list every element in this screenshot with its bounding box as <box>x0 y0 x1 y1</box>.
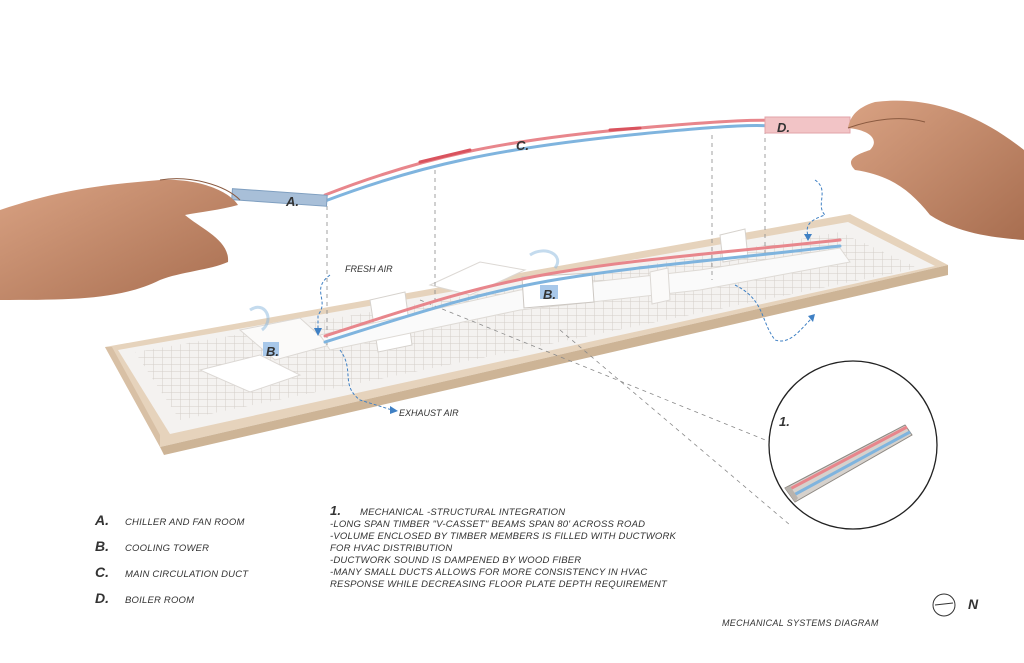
marker-b2: B. <box>543 287 556 302</box>
note-line: -LONG SPAN TIMBER "V-CASSET" BEAMS SPAN … <box>330 519 646 530</box>
projection-lines <box>326 130 791 526</box>
marker-b1: B. <box>266 344 279 359</box>
model-buildings <box>198 228 851 393</box>
cooling-vapor-1 <box>249 306 270 332</box>
north-arrow: N <box>930 592 990 618</box>
legend-text: BOILER ROOM <box>125 595 195 606</box>
exhaust-air-arrow-head <box>390 406 398 414</box>
marker-a: A. <box>285 194 299 209</box>
left-hand <box>0 178 241 300</box>
legend-letter: D. <box>95 590 109 606</box>
air-flow-arrows <box>249 179 826 414</box>
fresh-air-arrow-right-head <box>804 234 812 241</box>
legend-item-d: D. BOILER ROOM <box>95 590 194 608</box>
legend-item-a: A. CHILLER AND FAN ROOM <box>95 512 245 530</box>
detail-callout <box>768 360 938 530</box>
cooling-vapor-2 <box>529 249 559 269</box>
legend-letter: B. <box>95 538 109 554</box>
fresh-air-arrow-head <box>314 328 322 336</box>
note-line: RESPONSE WHILE DECREASING FLOOR PLATE DE… <box>330 579 668 590</box>
exhaust-air-arrow-right-head <box>808 314 815 322</box>
mechanical-rooms <box>231 116 851 356</box>
callout-labels: A. C. D. B. B. FRESH AIR EXHAUST AIR 1. <box>266 120 790 429</box>
north-arrow-icon <box>932 593 956 617</box>
fresh-air-arrow-right <box>806 179 826 237</box>
legend-text: MAIN CIRCULATION DUCT <box>125 569 249 580</box>
legend-item-b: B. COOLING TOWER <box>95 538 209 556</box>
fresh-air-label: FRESH AIR <box>345 264 393 274</box>
note-line: -VOLUME ENCLOSED BY TIMBER MEMBERS IS FI… <box>330 531 677 542</box>
note-line: -MANY SMALL DUCTS ALLOWS FOR MORE CONSIS… <box>330 567 648 578</box>
note-line: -DUCTWORK SOUND IS DAMPENED BY WOOD FIBE… <box>330 555 582 566</box>
cooling-tower-box-2 <box>540 285 558 299</box>
diagram-caption: MECHANICAL SYSTEMS DIAGRAM <box>722 618 879 628</box>
integration-note: 1. MECHANICAL -STRUCTURAL INTEGRATION -LO… <box>330 503 710 591</box>
legend-text: CHILLER AND FAN ROOM <box>125 517 245 528</box>
north-label: N <box>968 596 979 612</box>
right-hand <box>847 100 1024 241</box>
note-title: MECHANICAL -STRUCTURAL INTEGRATION <box>360 507 566 518</box>
fresh-air-arrow <box>317 274 331 330</box>
legend-letter: A. <box>95 512 109 528</box>
marker-c: C. <box>516 138 529 153</box>
cooling-tower-box-1 <box>263 342 279 356</box>
detail-number: 1. <box>779 414 790 429</box>
note-heading: 1. MECHANICAL -STRUCTURAL INTEGRATION <box>330 503 710 519</box>
legend-text: COOLING TOWER <box>125 543 210 554</box>
exhaust-air-arrow-right <box>734 284 813 342</box>
marker-d: D. <box>777 120 790 135</box>
legend-letter: C. <box>95 564 109 580</box>
chiller-fan-room-box <box>231 188 328 207</box>
exhaust-air-arrow <box>339 349 393 411</box>
legend-item-c: C. MAIN CIRCULATION DUCT <box>95 564 248 582</box>
exhaust-air-label: EXHAUST AIR <box>399 408 459 418</box>
note-line: FOR HVAC DISTRIBUTION <box>330 543 453 554</box>
note-number: 1. <box>330 503 342 518</box>
